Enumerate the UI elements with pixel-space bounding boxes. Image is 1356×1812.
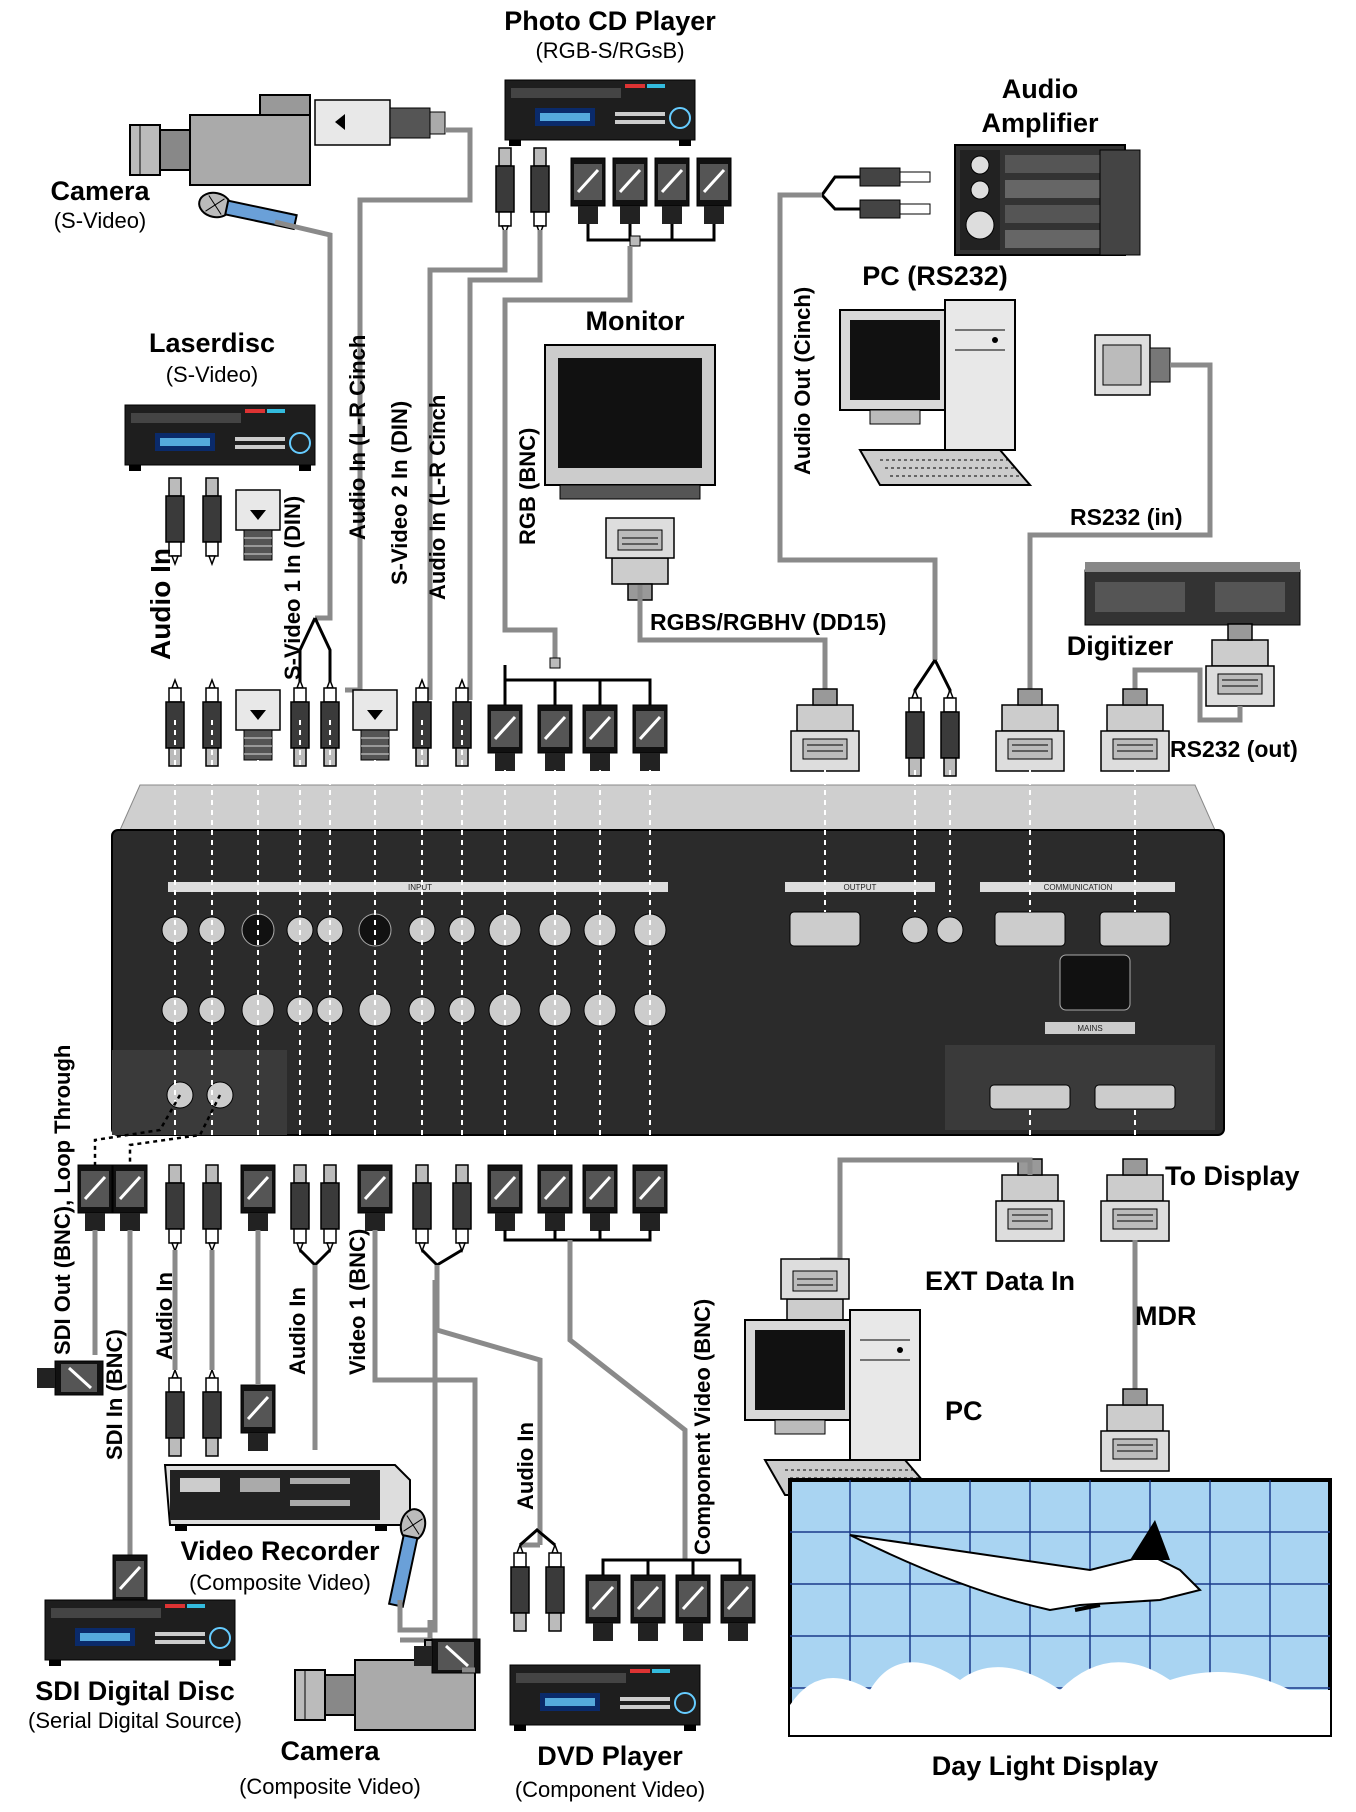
sdi-digital-disc — [45, 1600, 235, 1666]
label-mdr: MDR — [1135, 1301, 1197, 1331]
monitor-title: Monitor — [586, 306, 685, 336]
label-rs232-in: RS232 (in) — [1070, 504, 1182, 530]
laserdisc-player — [125, 405, 315, 471]
label-audio-in-lr-1: Audio In (L-R Cinch — [345, 335, 370, 540]
pc-bottom — [745, 1310, 935, 1495]
amp-title-2: Amplifier — [981, 108, 1099, 138]
sdi-out-end-plug — [37, 1361, 103, 1395]
photo-cd-player — [505, 80, 695, 146]
label-audio-in-lr-2: Audio In (L-R Cinch — [425, 395, 450, 600]
microphone-top — [197, 190, 298, 234]
panel-mains-label: MAINS — [1077, 1024, 1102, 1033]
pc-rs232-title: PC (RS232) — [862, 261, 1008, 291]
label-rgb-bnc: RGB (BNC) — [515, 428, 540, 545]
dvd-player — [510, 1665, 700, 1731]
label-audio-in-b1: Audio In — [152, 1272, 177, 1360]
label-sdi-out: SDI Out (BNC), Loop Through — [50, 1045, 75, 1355]
label-audio-in-b2: Audio In — [285, 1287, 310, 1375]
digitizer-rs232-plug — [1206, 624, 1274, 706]
label-audio-in-left: Audio In — [145, 548, 176, 660]
svideo-plug-top — [315, 100, 445, 145]
display-mdr-plug — [1101, 1389, 1169, 1471]
camera-top-subtitle: (S-Video) — [54, 208, 147, 233]
camera-top-title: Camera — [50, 176, 150, 206]
photo-cd-bnc-plugs — [571, 158, 731, 224]
camera-bottom-title: Camera — [280, 1736, 380, 1766]
audio-amplifier — [955, 145, 1140, 255]
label-rs232-out: RS232 (out) — [1170, 736, 1298, 762]
pc-rs232 — [840, 300, 1030, 485]
daylight-title: Day Light Display — [932, 1751, 1159, 1781]
vcr-title: Video Recorder — [180, 1536, 380, 1566]
amp-title-1: Audio — [1002, 74, 1078, 104]
panel-output-label: OUTPUT — [844, 883, 877, 892]
photo-cd-subtitle: (RGB-S/RGsB) — [535, 38, 684, 63]
label-sdi-in: SDI In (BNC) — [102, 1329, 127, 1460]
dvd-title: DVD Player — [537, 1741, 683, 1771]
output-plug-row — [78, 1159, 1169, 1251]
label-video1: Video 1 (BNC) — [345, 1229, 370, 1375]
vcr-subtitle: (Composite Video) — [189, 1570, 371, 1595]
label-audio-out: Audio Out (Cinch) — [790, 287, 815, 475]
input-plug-row — [166, 680, 1169, 776]
audio-out-plugs — [822, 168, 930, 218]
video-recorder — [165, 1465, 410, 1531]
rs232-plug-top — [1095, 335, 1170, 395]
label-to-display: To Display — [1165, 1161, 1300, 1191]
laserdisc-plugs — [166, 478, 280, 564]
dvd-subtitle: (Component Video) — [515, 1777, 705, 1802]
sdi-disc-subtitle: (Serial Digital Source) — [28, 1708, 242, 1733]
photo-cd-title: Photo CD Player — [504, 6, 716, 36]
label-svideo2: S-Video 2 In (DIN) — [387, 401, 412, 585]
sdi-disc-title: SDI Digital Disc — [35, 1676, 235, 1706]
camera-bottom-subtitle: (Composite Video) — [239, 1774, 421, 1799]
digitizer — [1085, 562, 1300, 625]
audio-in-plugs-vcr — [166, 1230, 275, 1456]
laserdisc-title: Laserdisc — [149, 328, 275, 358]
laserdisc-subtitle: (S-Video) — [166, 362, 259, 387]
rear-panel: INPUT OUTPUT COMMUNICATION MAINS — [112, 720, 1224, 1160]
dvd-bnc-plugs — [586, 1560, 755, 1641]
label-ext-data: EXT Data In — [925, 1266, 1075, 1296]
label-svideo1: S-Video 1 In (DIN) — [280, 496, 305, 680]
pc-bottom-title: PC — [945, 1396, 983, 1426]
photo-cd-audio-plugs — [496, 148, 549, 234]
rgb-bnc-harness — [505, 665, 650, 710]
label-audio-in-b3: Audio In — [513, 1422, 538, 1510]
panel-communication-label: COMMUNICATION — [1044, 883, 1113, 892]
monitor — [545, 345, 715, 499]
label-rgbs: RGBS/RGBHV (DD15) — [650, 609, 886, 635]
panel-input-label: INPUT — [408, 883, 432, 892]
daylight-display — [790, 1480, 1330, 1735]
label-component: Component Video (BNC) — [690, 1299, 715, 1555]
digitizer-title: Digitizer — [1067, 631, 1174, 661]
camera-top — [130, 95, 310, 185]
photo-cd-bnc-harness — [588, 224, 714, 240]
